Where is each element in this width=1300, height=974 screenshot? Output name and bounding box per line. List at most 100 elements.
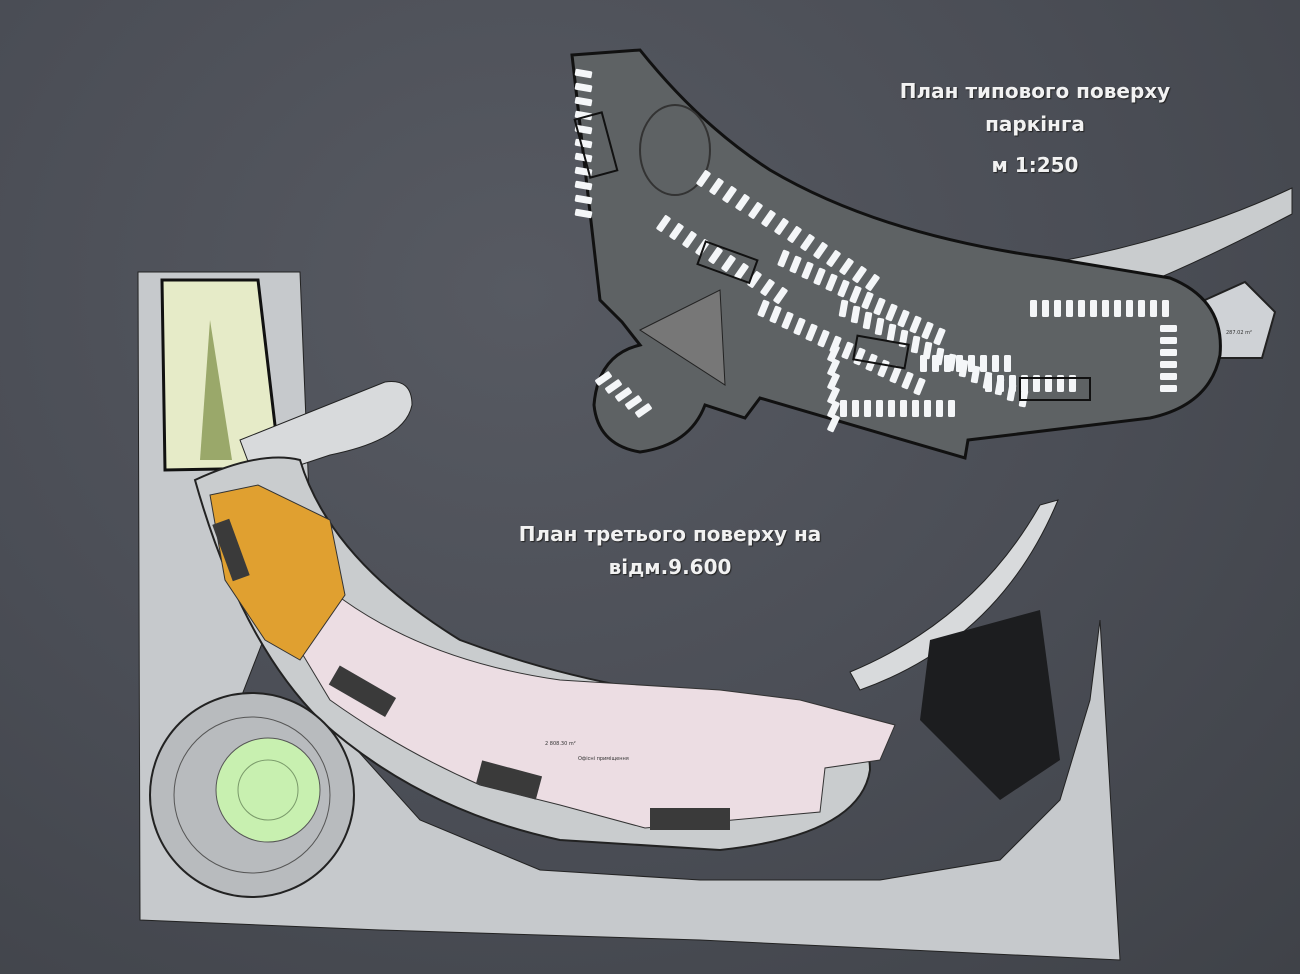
parking-stall — [748, 202, 763, 219]
parking-stall — [760, 279, 775, 296]
parking-stall — [901, 371, 914, 390]
parking-stall — [861, 291, 874, 310]
parking-stall — [852, 400, 859, 417]
parking-stall — [1069, 375, 1076, 392]
annex-area-label: 287.02 m² — [1226, 330, 1252, 336]
parking-stall — [912, 400, 919, 417]
parking-stall — [862, 311, 873, 330]
parking-stall — [909, 315, 922, 334]
parking-stall — [897, 309, 910, 328]
parking-stall — [747, 271, 762, 288]
office-area — [299, 589, 896, 829]
parking-stall — [913, 377, 926, 396]
parking-ramp-oval — [639, 104, 711, 196]
parking-stall — [1102, 300, 1109, 317]
parking-stall — [1057, 375, 1064, 392]
parking-stall — [574, 124, 593, 135]
parking-stall — [933, 327, 946, 346]
parking-stall — [827, 386, 840, 405]
parking-stall — [1160, 349, 1177, 356]
parking-stall — [709, 178, 724, 195]
parking-stall — [876, 400, 883, 417]
core-block — [209, 484, 346, 661]
landscape-triangle — [200, 320, 232, 460]
parking-stall — [574, 180, 593, 191]
parking-stall — [1160, 361, 1177, 368]
parking-stall — [888, 400, 895, 417]
parking-stall — [1162, 300, 1169, 317]
parking-stall — [682, 231, 697, 248]
parking-stall — [574, 152, 593, 163]
third-floor-title-line2: відм.9.600 — [608, 555, 732, 579]
parking-stall — [840, 400, 847, 417]
parking-stall — [968, 355, 975, 372]
parking-stall — [849, 285, 862, 304]
parking-stall — [827, 400, 840, 419]
parking-stall — [574, 208, 593, 219]
parking-stall — [615, 387, 632, 402]
parking-stall — [1033, 375, 1040, 392]
parking-stall — [574, 82, 593, 93]
parking-stall — [1042, 300, 1049, 317]
parking-stall — [813, 242, 828, 259]
outer-arc-band — [849, 499, 1059, 691]
parking-cores — [573, 111, 1091, 401]
parking-stall — [735, 194, 750, 211]
parking-stall — [874, 317, 885, 336]
parking-stall — [1138, 300, 1145, 317]
office-name-label: Офісні приміщення — [578, 756, 629, 762]
parking-stall — [886, 323, 897, 342]
parking-stall — [1004, 355, 1011, 372]
parking-title-line2: паркінга — [985, 112, 1085, 136]
parking-stall — [920, 355, 927, 372]
third-floor-title-line1: План третього поверху на — [518, 522, 822, 546]
parking-stall — [944, 355, 951, 372]
parking-stall — [757, 299, 770, 318]
parking-stall — [1090, 300, 1097, 317]
right-dark-wedge — [920, 610, 1060, 800]
site-left-strip — [137, 271, 1121, 961]
parking-floor-plan: 287.02 m² — [570, 48, 1293, 460]
parking-stall — [1045, 375, 1052, 392]
parking-stall — [839, 258, 854, 275]
parking-stall — [900, 400, 907, 417]
parking-stall — [852, 266, 867, 283]
parking-stall — [980, 355, 987, 372]
parking-scale: м 1:250 — [991, 153, 1079, 177]
parking-stall — [826, 250, 841, 267]
parking-stall — [948, 400, 955, 417]
parking-stall — [1021, 375, 1028, 392]
parking-stall — [574, 138, 593, 149]
parking-stall — [805, 323, 818, 342]
parking-stall — [932, 355, 939, 372]
parking-stall — [774, 218, 789, 235]
parking-stall — [722, 186, 737, 203]
parking-stall — [813, 267, 826, 286]
parking-stall — [922, 341, 933, 360]
third-floor-title: План третього поверху на відм.9.600 — [480, 518, 860, 584]
parking-stall — [841, 341, 854, 360]
parking-stall — [787, 226, 802, 243]
parking-stall — [924, 400, 931, 417]
parking-stall — [1160, 325, 1177, 332]
parking-stall — [793, 317, 806, 336]
parking-stall — [777, 249, 790, 268]
parking-stall — [574, 68, 593, 79]
parking-stall — [956, 355, 963, 372]
parking-stall — [873, 297, 886, 316]
parking-stall — [773, 287, 788, 304]
parking-stall — [889, 365, 902, 384]
parking-stall — [837, 279, 850, 298]
parking-stall — [761, 210, 776, 227]
parking-stall — [827, 344, 840, 363]
parking-stall — [574, 96, 593, 107]
parking-stall — [850, 305, 861, 324]
parking-title-line1: План типового поверху — [899, 79, 1171, 103]
parking-stall — [1078, 300, 1085, 317]
parking-stall — [825, 273, 838, 292]
parking-stall — [1160, 385, 1177, 392]
parking-stall — [625, 395, 642, 410]
parking-stall — [574, 194, 593, 205]
